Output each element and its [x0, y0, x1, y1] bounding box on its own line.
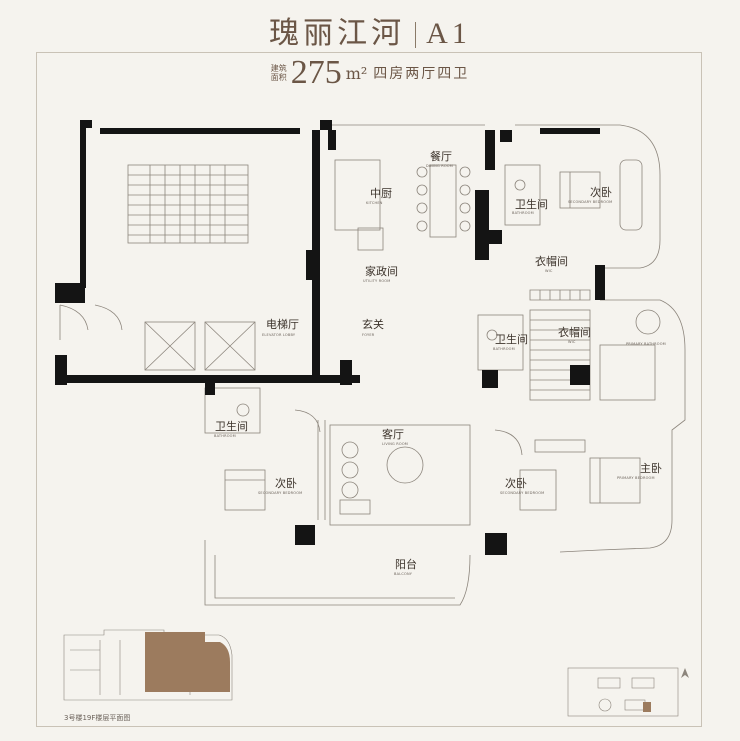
living-furniture: [317, 420, 471, 526]
dining-table: [416, 164, 471, 238]
area-unit: m²: [345, 63, 368, 83]
area-value: 275: [290, 54, 342, 91]
svg-text:衣帽间: 衣帽间: [558, 325, 591, 339]
compass-icon: [681, 668, 689, 678]
svg-text:玄关: 玄关: [362, 317, 384, 331]
layout-description: 四房两厅四卫: [373, 66, 470, 82]
sheet-frame: [36, 52, 702, 727]
svg-text:餐厅: 餐厅: [430, 149, 452, 163]
svg-text:次卧: 次卧: [590, 185, 612, 199]
room-label-master-bath: PRIMARY BATHROOM: [626, 342, 666, 346]
room-label-foyer: 玄关 FOYER: [362, 317, 384, 337]
svg-text:DINING ROOM: DINING ROOM: [426, 164, 453, 168]
svg-text:衣帽间: 衣帽间: [535, 254, 568, 268]
svg-text:家政间: 家政间: [365, 264, 398, 278]
svg-text:BALCONY: BALCONY: [394, 572, 413, 576]
svg-text:PRIMARY BEDROOM: PRIMARY BEDROOM: [617, 476, 655, 480]
svg-text:KITCHEN: KITCHEN: [366, 201, 383, 205]
title-divider: [415, 22, 417, 48]
svg-text:主卧: 主卧: [640, 462, 662, 475]
svg-text:卫生间: 卫生间: [215, 419, 248, 433]
room-label-elevator-hall: 电梯厅 ELEVATOR LOBBY: [262, 318, 299, 337]
svg-text:WIC: WIC: [568, 340, 576, 344]
page-title: 瑰丽江河 A1: [0, 8, 740, 52]
svg-text:ELEVATOR LOBBY: ELEVATOR LOBBY: [262, 333, 296, 337]
svg-text:BATHROOM: BATHROOM: [493, 347, 515, 351]
key-plan-caption: 3号楼19F楼层平面图: [64, 714, 131, 722]
site-plan: [567, 667, 679, 717]
svg-text:次卧: 次卧: [275, 476, 297, 490]
svg-text:卫生间: 卫生间: [495, 332, 528, 346]
key-plan-highlight: [145, 632, 230, 692]
svg-text:SECONDARY BEDROOM: SECONDARY BEDROOM: [568, 200, 612, 204]
svg-text:次卧: 次卧: [505, 476, 527, 490]
stair: [127, 164, 249, 244]
project-name: 瑰丽江河: [269, 16, 406, 51]
svg-text:FOYER: FOYER: [362, 333, 375, 337]
svg-text:电梯厅: 电梯厅: [266, 318, 299, 331]
svg-text:客厅: 客厅: [382, 427, 404, 441]
svg-text:SECONDARY BEDROOM: SECONDARY BEDROOM: [500, 491, 544, 495]
svg-text:BATHROOM: BATHROOM: [214, 434, 236, 438]
svg-text:阳台: 阳台: [395, 557, 417, 571]
svg-text:中厨: 中厨: [370, 187, 392, 200]
svg-text:PRIMARY BATHROOM: PRIMARY BATHROOM: [626, 342, 666, 346]
svg-text:BATHROOM: BATHROOM: [512, 211, 534, 215]
unit-model: A1: [426, 17, 471, 50]
svg-text:卫生间: 卫生间: [515, 197, 548, 211]
elevator-shafts: [144, 321, 256, 371]
key-plan: [63, 629, 233, 701]
area-label: 建筑面积: [270, 64, 287, 82]
svg-text:WIC: WIC: [545, 269, 553, 273]
thin-lines: [59, 124, 686, 606]
svg-text:LIVING ROOM: LIVING ROOM: [382, 442, 408, 446]
svg-text:SECONDARY BEDROOM: SECONDARY BEDROOM: [258, 491, 302, 495]
walls: [55, 120, 605, 555]
svg-text:UTILITY ROOM: UTILITY ROOM: [363, 279, 390, 283]
